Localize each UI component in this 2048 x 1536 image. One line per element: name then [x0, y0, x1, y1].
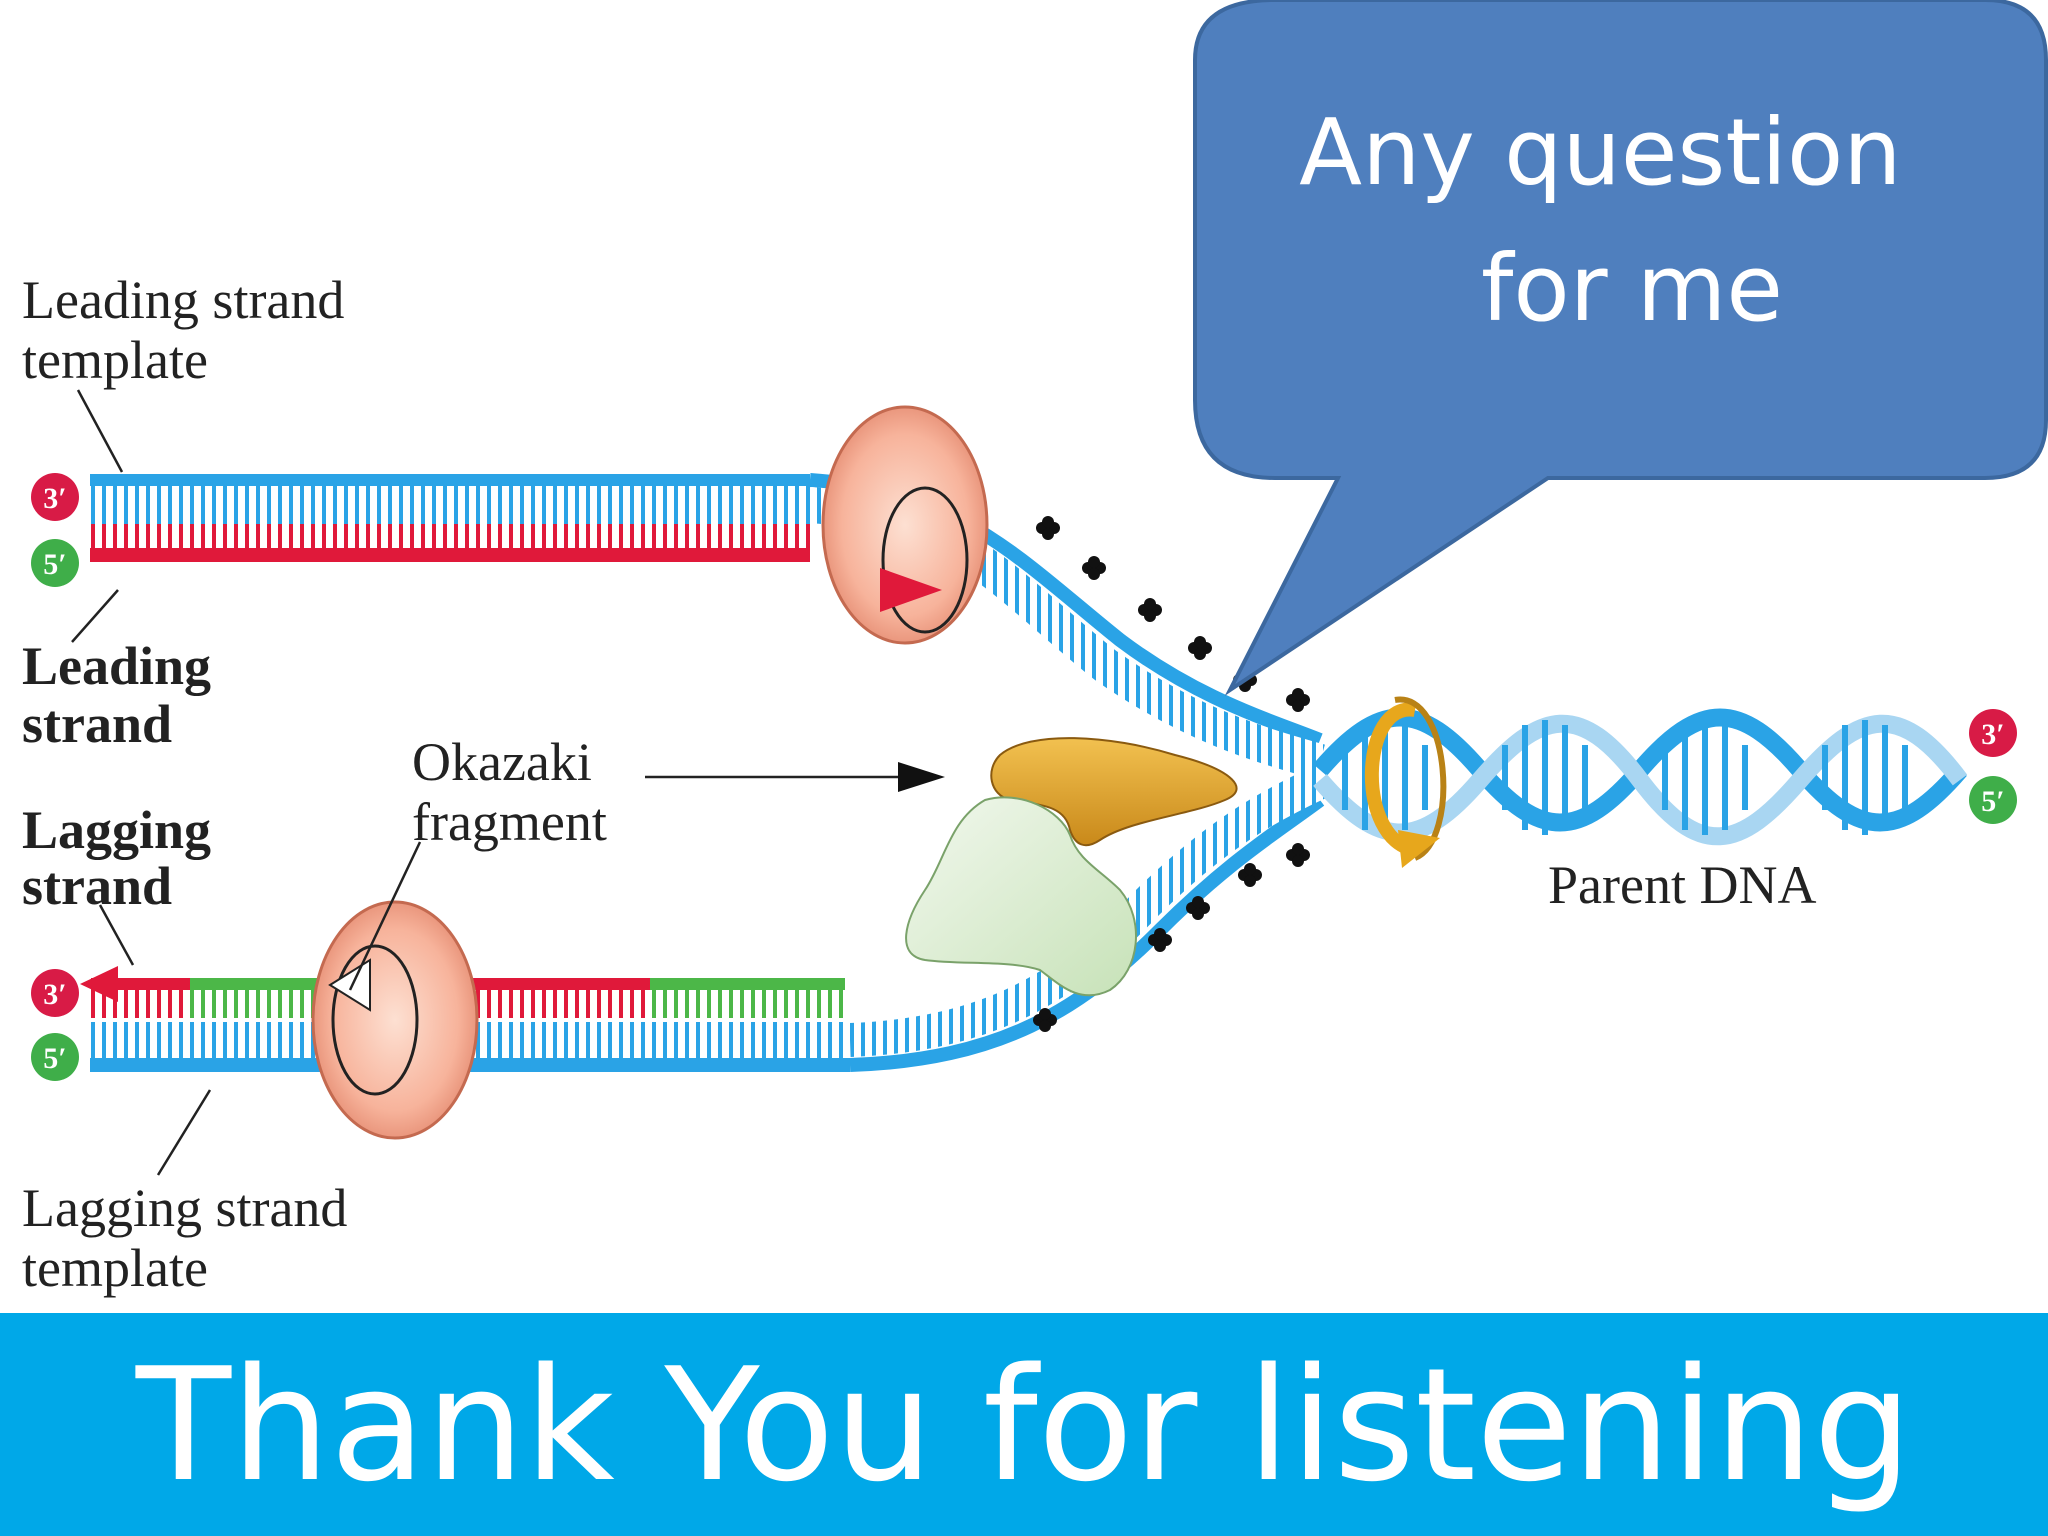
svg-text:3′: 3′ [43, 482, 66, 515]
lagging-template-label: Lagging strand template [22, 1178, 361, 1298]
parent-dna-label: Parent DNA [1548, 855, 1816, 915]
leading-template-label: Leading strand template [22, 270, 358, 390]
speech-bubble-callout [1193, 0, 2048, 696]
lagging-template-bend [849, 794, 1325, 1072]
callout-text: Any question for me [1299, 99, 1931, 342]
svg-text:5′: 5′ [43, 548, 66, 581]
leading-sliding-clamp [821, 405, 989, 645]
lagging-sliding-clamp [311, 900, 479, 1140]
lagging-direction-arrow [80, 966, 118, 1002]
leading-direction-arrow [880, 568, 942, 612]
svg-text:3′: 3′ [43, 978, 66, 1011]
leading-strand-label: Leading strand [22, 636, 225, 754]
leading-template-backbone [90, 474, 810, 486]
svg-text:5′: 5′ [43, 1042, 66, 1075]
primase [905, 796, 1137, 997]
okazaki-pointer-arrow [898, 762, 945, 792]
label-leader-lines [71, 389, 900, 1176]
parent-3prime-marker: 3′ [1969, 709, 2017, 757]
parent-5prime-marker: 5′ [1969, 776, 2017, 824]
okazaki-fragment-label: Okazaki fragment [412, 732, 607, 852]
lagging-3prime-marker: 3′ [31, 969, 79, 1017]
leading-template-rungs [90, 486, 810, 524]
svg-text:3′: 3′ [1981, 718, 2004, 751]
footer-banner: Thank You for listening [0, 1313, 2048, 1536]
parent-dna-helix [1313, 708, 1968, 846]
lagging-strand-label: Lagging strand [22, 800, 225, 916]
helix-rotation-arrow-icon [1364, 696, 1447, 868]
leading-strand-pair [90, 473, 1325, 780]
leading-3prime-marker: 3′ [31, 473, 79, 521]
lagging-5prime-marker: 5′ [31, 1033, 79, 1081]
svg-text:5′: 5′ [1981, 785, 2004, 818]
leading-5prime-marker: 5′ [31, 539, 79, 587]
footer-title: Thank You for listening [135, 1333, 1913, 1516]
ssb-proteins [1033, 516, 1310, 1032]
leading-new-backbone [90, 548, 810, 562]
leading-new-rungs [90, 524, 810, 548]
dna-replication-diagram: 3′ 5′ 3′ 5′ 3′ 5′ Leading strand templat… [22, 0, 2048, 1298]
